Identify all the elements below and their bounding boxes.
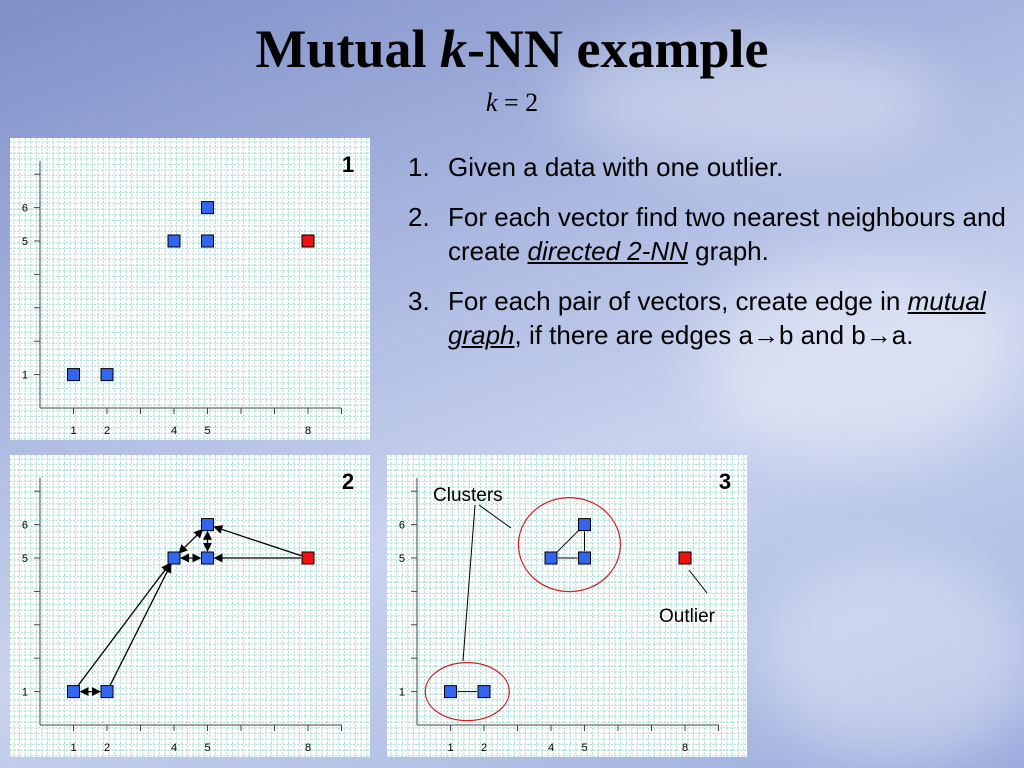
data-point (167, 234, 181, 248)
chart-svg-1: 1 2 4 5 8 1 5 6 1 (10, 138, 370, 440)
cluster-ring-top (517, 497, 622, 593)
graph-edge (178, 528, 204, 554)
x-tick-label: 2 (481, 742, 487, 754)
x-tick-label: 8 (682, 742, 688, 754)
chart-grid (10, 455, 370, 757)
panel-number: 1 (342, 152, 354, 177)
chart-grid (10, 138, 370, 440)
data-point (201, 518, 214, 532)
outlier-label: Outlier (659, 606, 716, 627)
y-tick-label: 6 (399, 520, 405, 532)
data-point (201, 234, 214, 248)
data-point (201, 551, 214, 565)
x-tick-label: 1 (447, 742, 453, 754)
data-point (201, 201, 214, 215)
y-tick-label: 5 (22, 553, 28, 565)
slide-subtitle: k = 2 (485, 88, 539, 117)
outlier-leader-line (688, 569, 708, 594)
chart-axes (34, 160, 342, 414)
data-point (100, 685, 114, 699)
step-2: 2.For each vector find two nearest neigh… (408, 202, 1006, 266)
outlier-point (301, 551, 315, 565)
x-tick-label: 4 (171, 742, 177, 754)
data-point (444, 685, 457, 699)
panel-number: 3 (719, 469, 731, 494)
data-point (578, 551, 591, 565)
graph-edge (213, 525, 302, 557)
data-point (477, 685, 491, 699)
steps-list: 1.Given a data with one outlier. 2.For e… (408, 150, 1008, 368)
step-1: 1.Given a data with one outlier. (408, 152, 784, 182)
y-tick-label: 1 (22, 370, 28, 382)
clusters-leader-line (478, 504, 512, 529)
x-tick-label: 5 (204, 425, 210, 437)
x-tick-label: 1 (70, 742, 76, 754)
panel-number: 2 (342, 469, 354, 494)
clusters-label: Clusters (433, 485, 503, 506)
graph-edge (77, 562, 171, 687)
data-point (544, 551, 558, 565)
y-tick-label: 5 (399, 553, 405, 565)
data-point (578, 518, 591, 532)
x-tick-label: 2 (104, 742, 110, 754)
clusters-leader-line (462, 504, 476, 662)
outlier-point (678, 551, 692, 565)
slide-title: Mutual k-NN example (255, 19, 769, 79)
x-tick-label: 4 (171, 425, 177, 437)
outlier-point (301, 234, 315, 248)
data-point (67, 368, 80, 382)
x-tick-label: 2 (104, 425, 110, 437)
x-tick-label: 1 (70, 425, 76, 437)
chart-panel-2: 1 2 4 5 8 1 5 6 2 (10, 455, 370, 757)
x-tick-label: 8 (305, 742, 311, 754)
chart-svg-2: 1 2 4 5 8 1 5 6 2 (10, 455, 370, 757)
graph-edge (109, 563, 172, 686)
x-tick-label: 5 (204, 742, 210, 754)
x-tick-label: 5 (581, 742, 587, 754)
y-tick-label: 1 (399, 687, 405, 699)
step-3: 3.For each pair of vectors, create edge … (408, 286, 986, 350)
cluster-ring-bottom (424, 662, 510, 722)
graph-edge (555, 529, 580, 554)
y-tick-label: 6 (22, 203, 28, 215)
data-point (167, 551, 181, 565)
y-tick-label: 6 (22, 520, 28, 532)
y-tick-label: 1 (22, 687, 28, 699)
chart-axes (34, 477, 342, 731)
y-tick-label: 5 (22, 236, 28, 248)
x-tick-label: 4 (548, 742, 554, 754)
chart-panel-1: 1 2 4 5 8 1 5 6 1 (10, 138, 370, 440)
data-point (100, 368, 114, 382)
x-tick-label: 8 (305, 425, 311, 437)
data-point (67, 685, 80, 699)
chart-axes (411, 477, 719, 731)
